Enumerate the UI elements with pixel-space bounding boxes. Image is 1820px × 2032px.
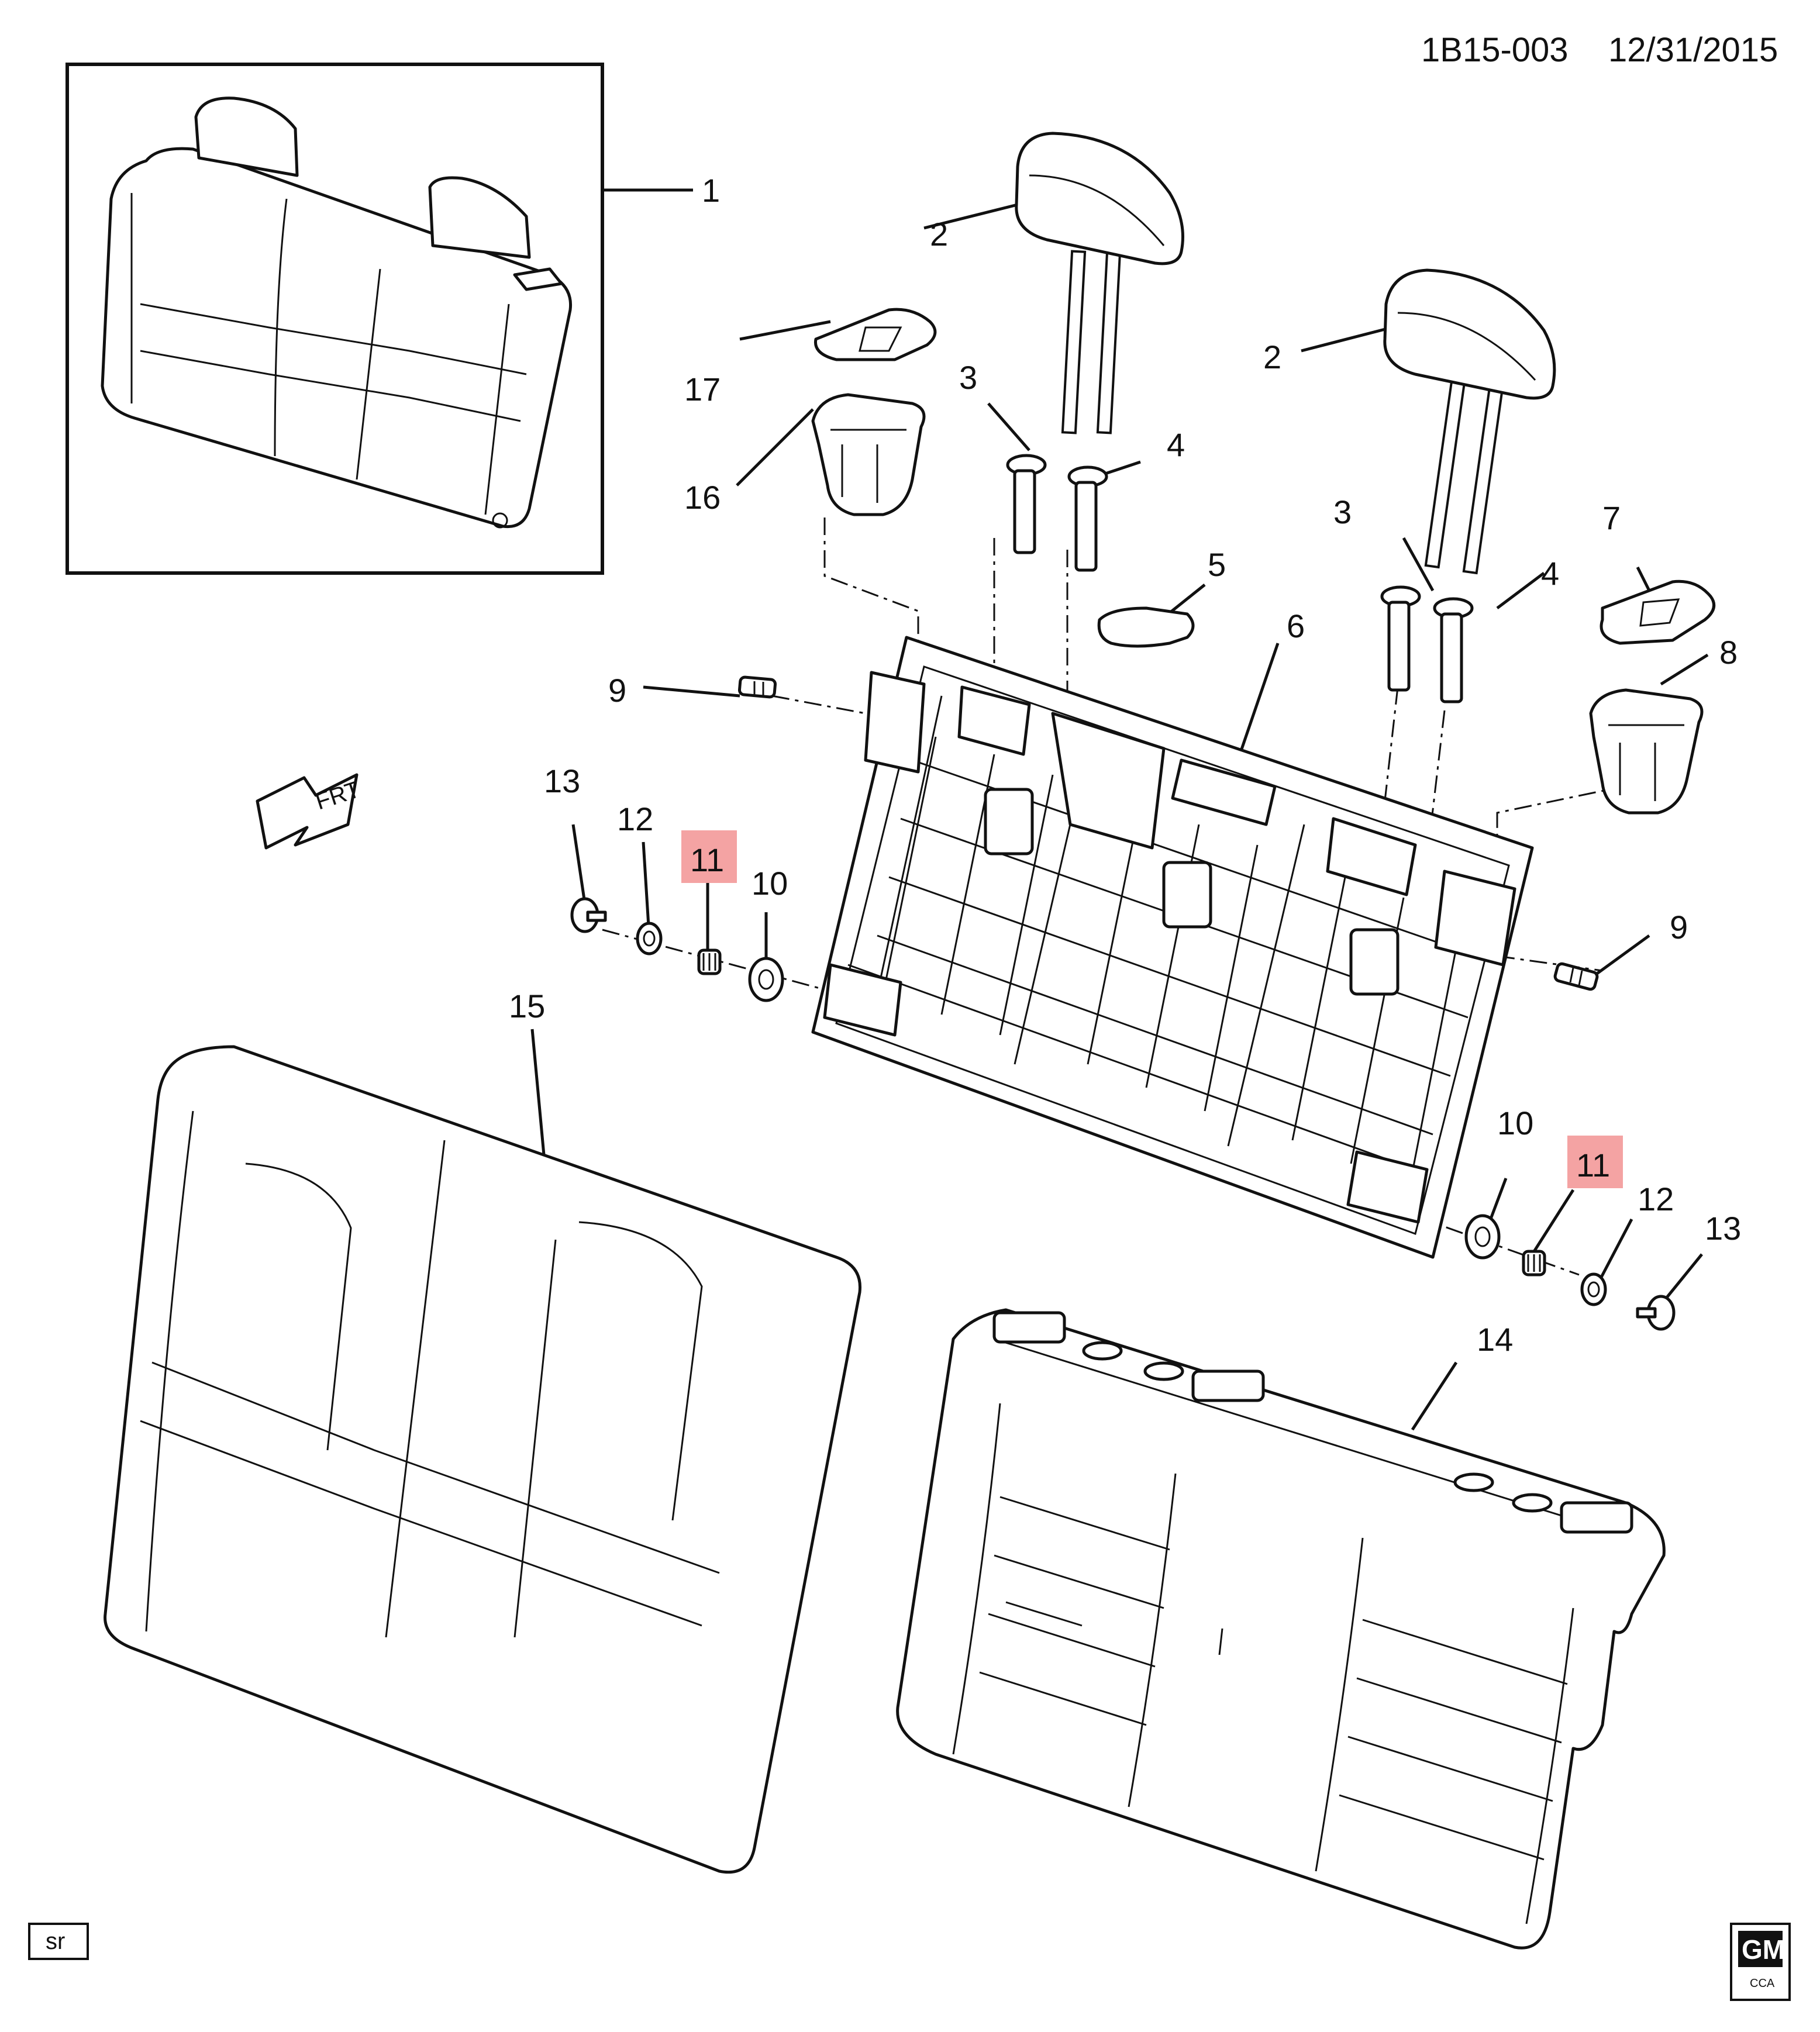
callout-9b: 9 — [1670, 909, 1688, 946]
latch-bezel-right — [1600, 579, 1716, 645]
callout-6: 6 — [1287, 608, 1305, 644]
sr-badge: sr — [28, 1923, 89, 1960]
callout-1: 1 — [702, 172, 720, 209]
seatback-frame — [811, 636, 1534, 1259]
callout-11a-highlight — [681, 830, 737, 883]
latch-right — [1589, 688, 1704, 815]
callout-3a: 3 — [959, 359, 977, 396]
frt-label: FRT — [312, 777, 363, 815]
callout-13b: 13 — [1705, 1210, 1741, 1247]
callout-7: 7 — [1602, 499, 1621, 536]
callout-3b: 3 — [1333, 494, 1352, 530]
callout-10b: 10 — [1497, 1105, 1533, 1141]
latch-left — [811, 393, 926, 516]
head-restraint-guides — [1006, 454, 1474, 703]
bolt-right — [1553, 962, 1599, 991]
callout-8: 8 — [1719, 634, 1738, 671]
callout-5: 5 — [1208, 546, 1226, 583]
latch-bezel-left — [814, 308, 937, 361]
callout-4a: 4 — [1167, 426, 1185, 463]
head-restraint-left — [1015, 132, 1184, 434]
callout-11a: 11 — [690, 841, 724, 878]
callout-9a: 9 — [608, 672, 626, 709]
cover-cap — [1097, 606, 1195, 648]
callout-16: 16 — [684, 479, 721, 516]
diagram-date: 12/31/2015 — [1608, 31, 1778, 69]
callout-11b: 11 — [1576, 1147, 1610, 1184]
callout-12b: 12 — [1638, 1181, 1674, 1217]
front-orientation-arrow: FRT — [256, 773, 363, 850]
gm-logo-sub: CCA — [1750, 1977, 1775, 1990]
callout-2b: 2 — [1263, 339, 1281, 375]
gm-logo: GM CCA — [1730, 1923, 1791, 2001]
callout-10a: 10 — [752, 865, 788, 902]
seatback-cover — [104, 1045, 861, 1874]
callout-17: 17 — [684, 371, 721, 408]
callout-14: 14 — [1477, 1321, 1513, 1358]
diagram-id: 1B15-003 — [1421, 31, 1569, 69]
bolt-left — [737, 675, 777, 699]
callouts: 1 2 2 3 3 4 4 5 6 7 8 9 9 10 10 11 11 12… — [509, 172, 1741, 1358]
callout-11b-highlight — [1567, 1136, 1623, 1188]
seatback-panel — [896, 1308, 1666, 1950]
gm-logo-text: GM — [1742, 1934, 1785, 1965]
callout-13a: 13 — [544, 763, 580, 799]
callout-2a: 2 — [930, 216, 948, 253]
pivot-stack-left — [570, 897, 784, 1002]
callout-12a: 12 — [617, 801, 653, 837]
pivot-stack-right — [1464, 1214, 1676, 1331]
callout-15: 15 — [509, 988, 545, 1024]
callout-4b: 4 — [1541, 555, 1559, 592]
head-restraint-right — [1383, 268, 1556, 575]
inset-seatback-assembly — [66, 63, 604, 575]
sr-badge-label: sr — [46, 1928, 65, 1954]
